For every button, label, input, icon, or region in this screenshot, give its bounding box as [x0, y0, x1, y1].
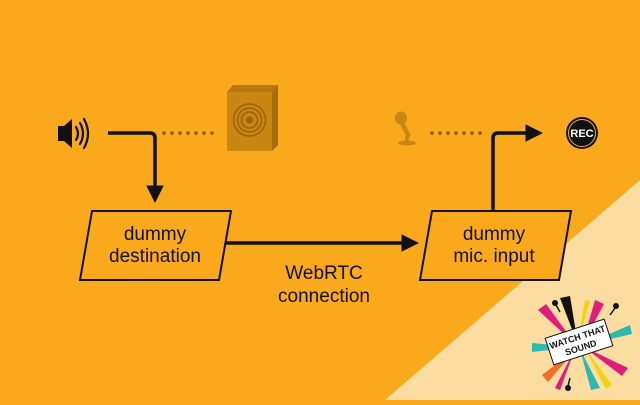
rec-label: REC — [570, 128, 593, 140]
arrow-source-to-destination — [108, 131, 164, 203]
record-badge-icon: REC — [566, 117, 598, 149]
connection-label-line1: WebRTC — [285, 263, 362, 284]
dotted-connector-mic — [430, 131, 482, 135]
dotted-connector-speaker — [162, 131, 214, 135]
node-dummy-destination: dummy destination — [78, 210, 233, 281]
watch-that-sound-logo: WATCH THAT SOUND — [532, 296, 632, 391]
loudspeaker-cabinet-icon — [227, 85, 278, 151]
arrow-mic-input-to-rec — [491, 124, 543, 211]
node-dummy-destination-line2: destination — [109, 246, 201, 267]
speaker-volume-icon — [58, 117, 90, 150]
node-dummy-mic-input-line2: mic. input — [453, 246, 535, 267]
node-dummy-mic-input: dummy mic. input — [418, 210, 573, 281]
connection-label-line2: connection — [278, 286, 370, 307]
node-dummy-destination-line1: dummy — [124, 224, 187, 245]
microphone-icon — [395, 111, 416, 146]
node-dummy-mic-input-line1: dummy — [463, 224, 526, 245]
